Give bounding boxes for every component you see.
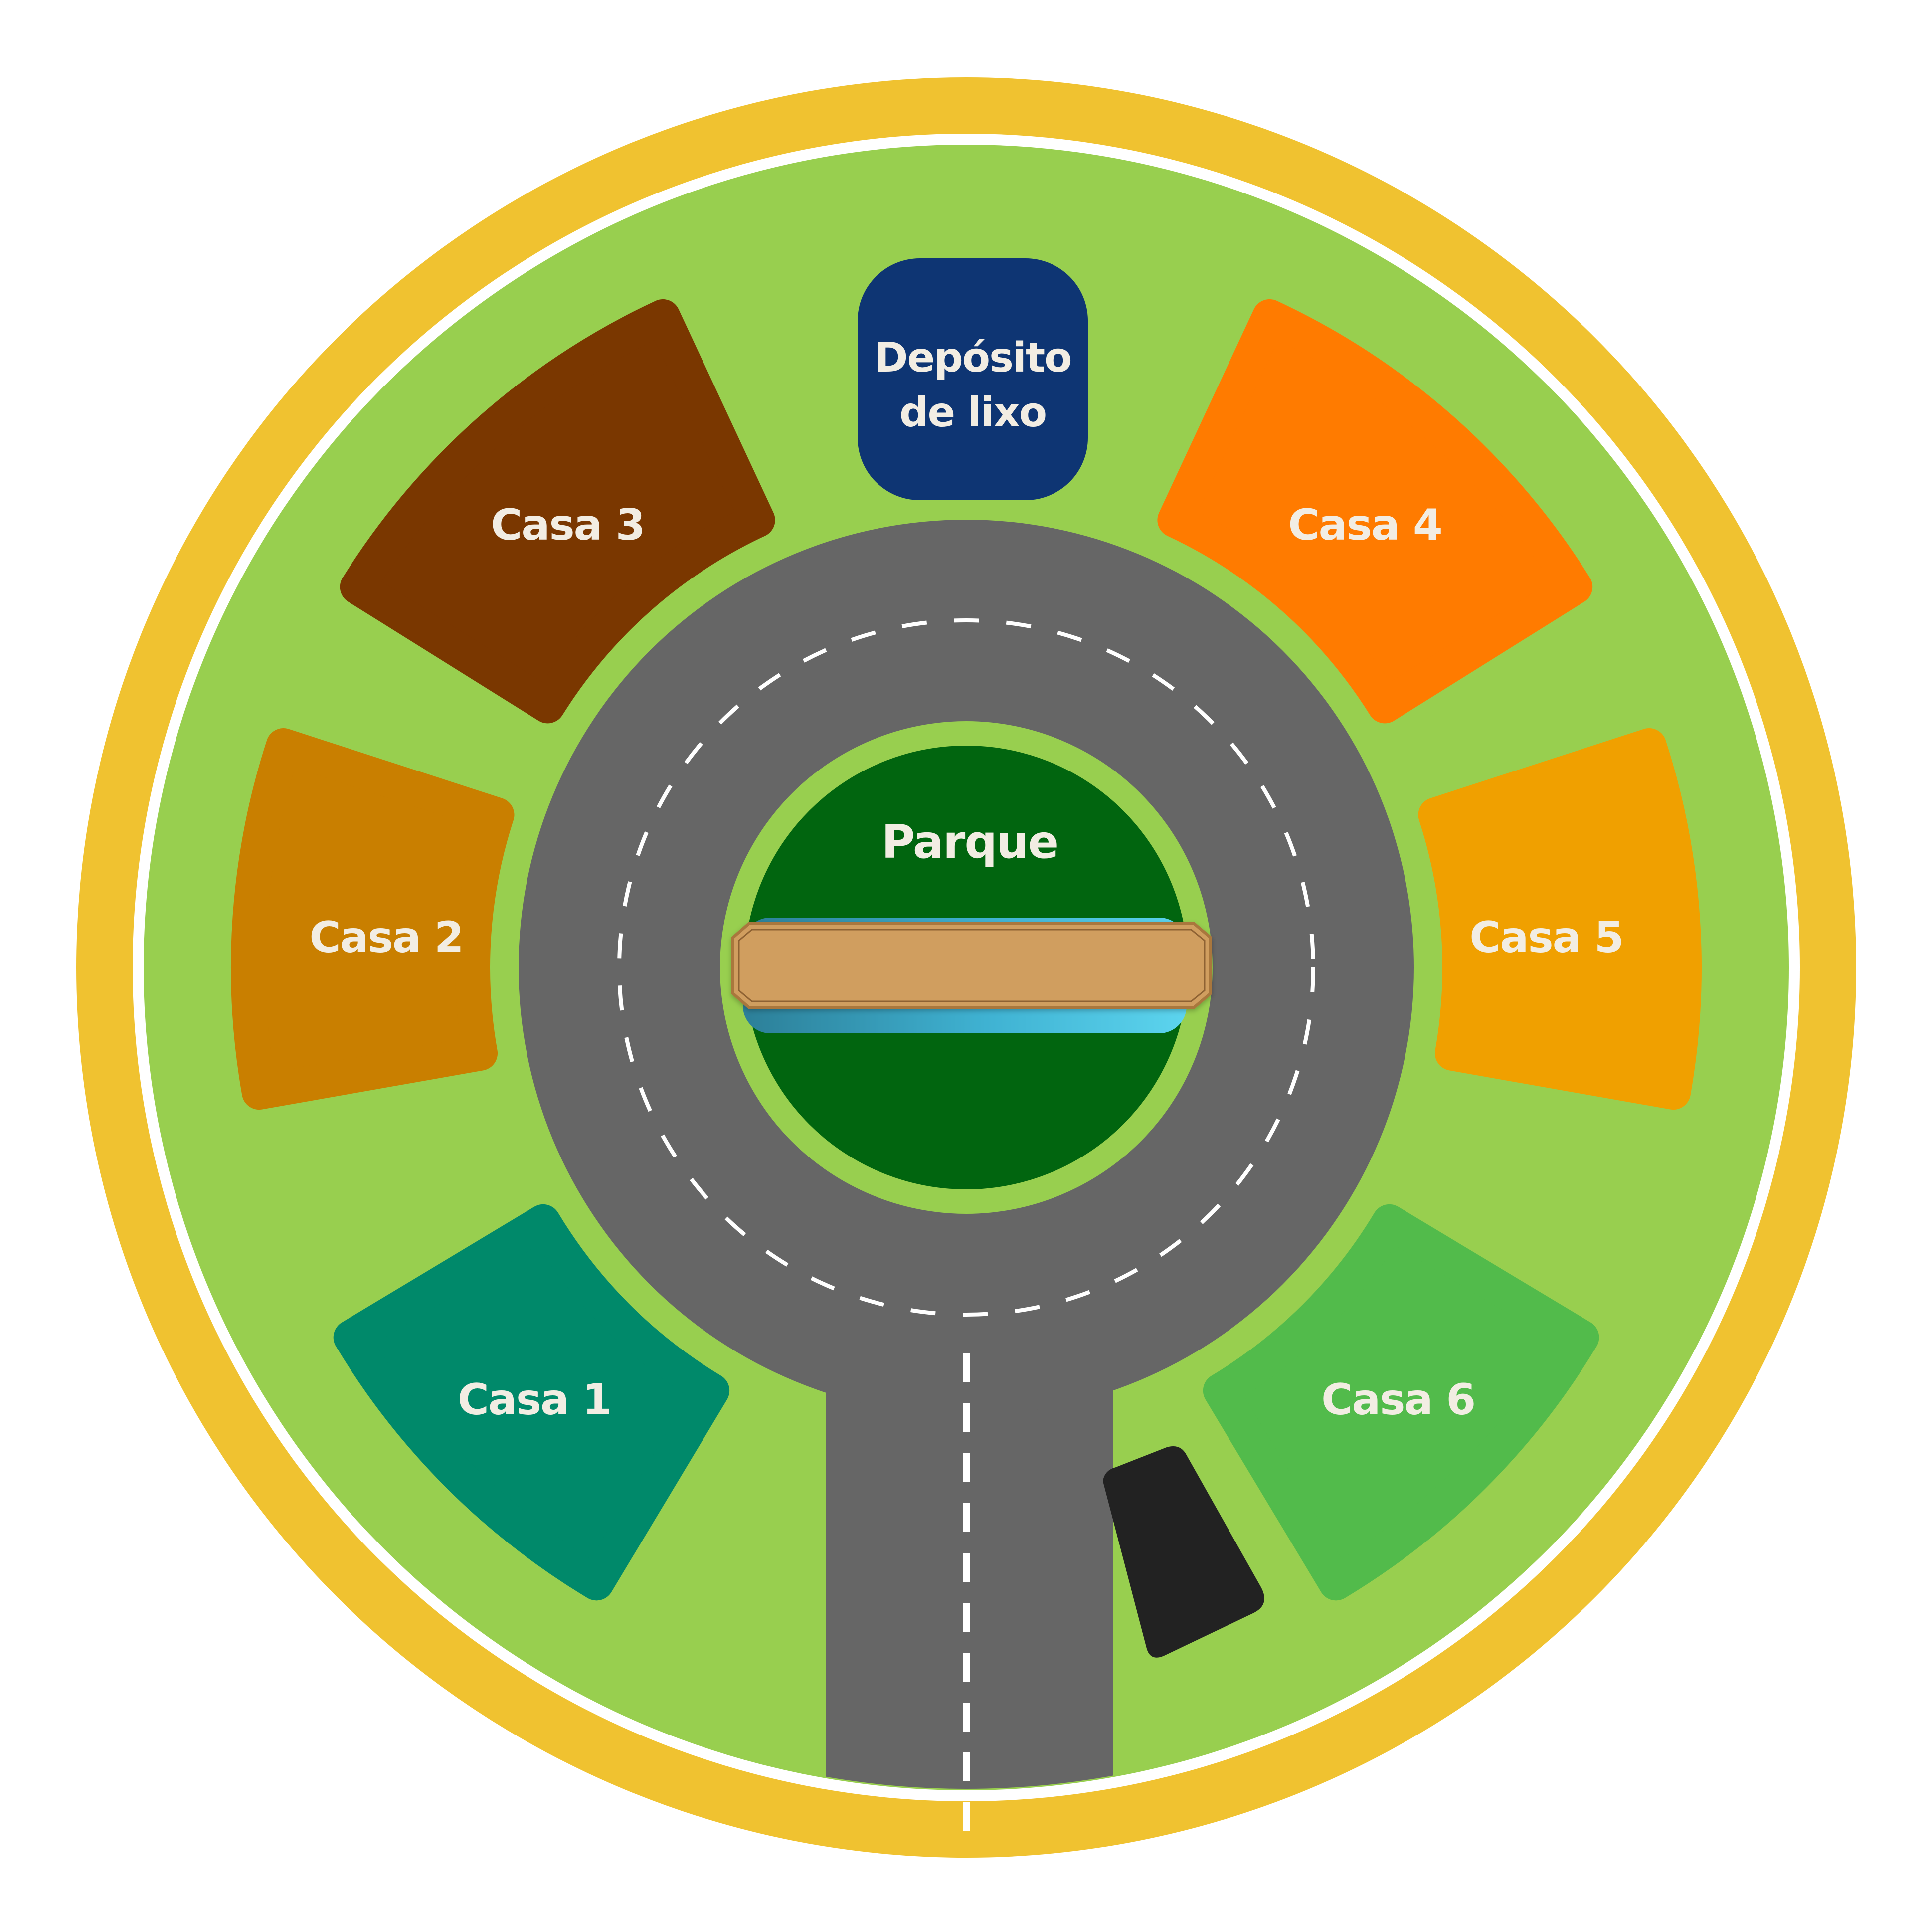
casa-6-label: Casa 6 [1321, 1375, 1475, 1425]
black-container[interactable] [1103, 1446, 1264, 1658]
casa-4-label: Casa 4 [1288, 500, 1442, 550]
park-label: Parque [881, 815, 1058, 869]
casa-1-label: Casa 1 [458, 1375, 611, 1425]
casa-3-lot[interactable] [340, 299, 775, 724]
roundabout-lane-marking [617, 618, 1315, 1317]
casa-3-label: Casa 3 [491, 500, 644, 550]
casa-6-lot[interactable] [1203, 1204, 1599, 1601]
waste-depot-label-line1: Depósito [874, 334, 1071, 382]
casa-5-lot[interactable] [1418, 728, 1702, 1110]
casa-4-lot[interactable] [1157, 299, 1593, 724]
casa-1-lot[interactable] [333, 1204, 730, 1601]
waste-depot-label-line2: de lixo [899, 389, 1046, 436]
waste-depot[interactable] [858, 258, 1088, 500]
casa-2-label: Casa 2 [310, 913, 463, 963]
casa-5-label: Casa 5 [1469, 913, 1623, 963]
casa-2-lot[interactable] [231, 728, 515, 1110]
wooden-bridge-inner-edge [738, 929, 1206, 1002]
wooden-bridge [731, 922, 1212, 1009]
